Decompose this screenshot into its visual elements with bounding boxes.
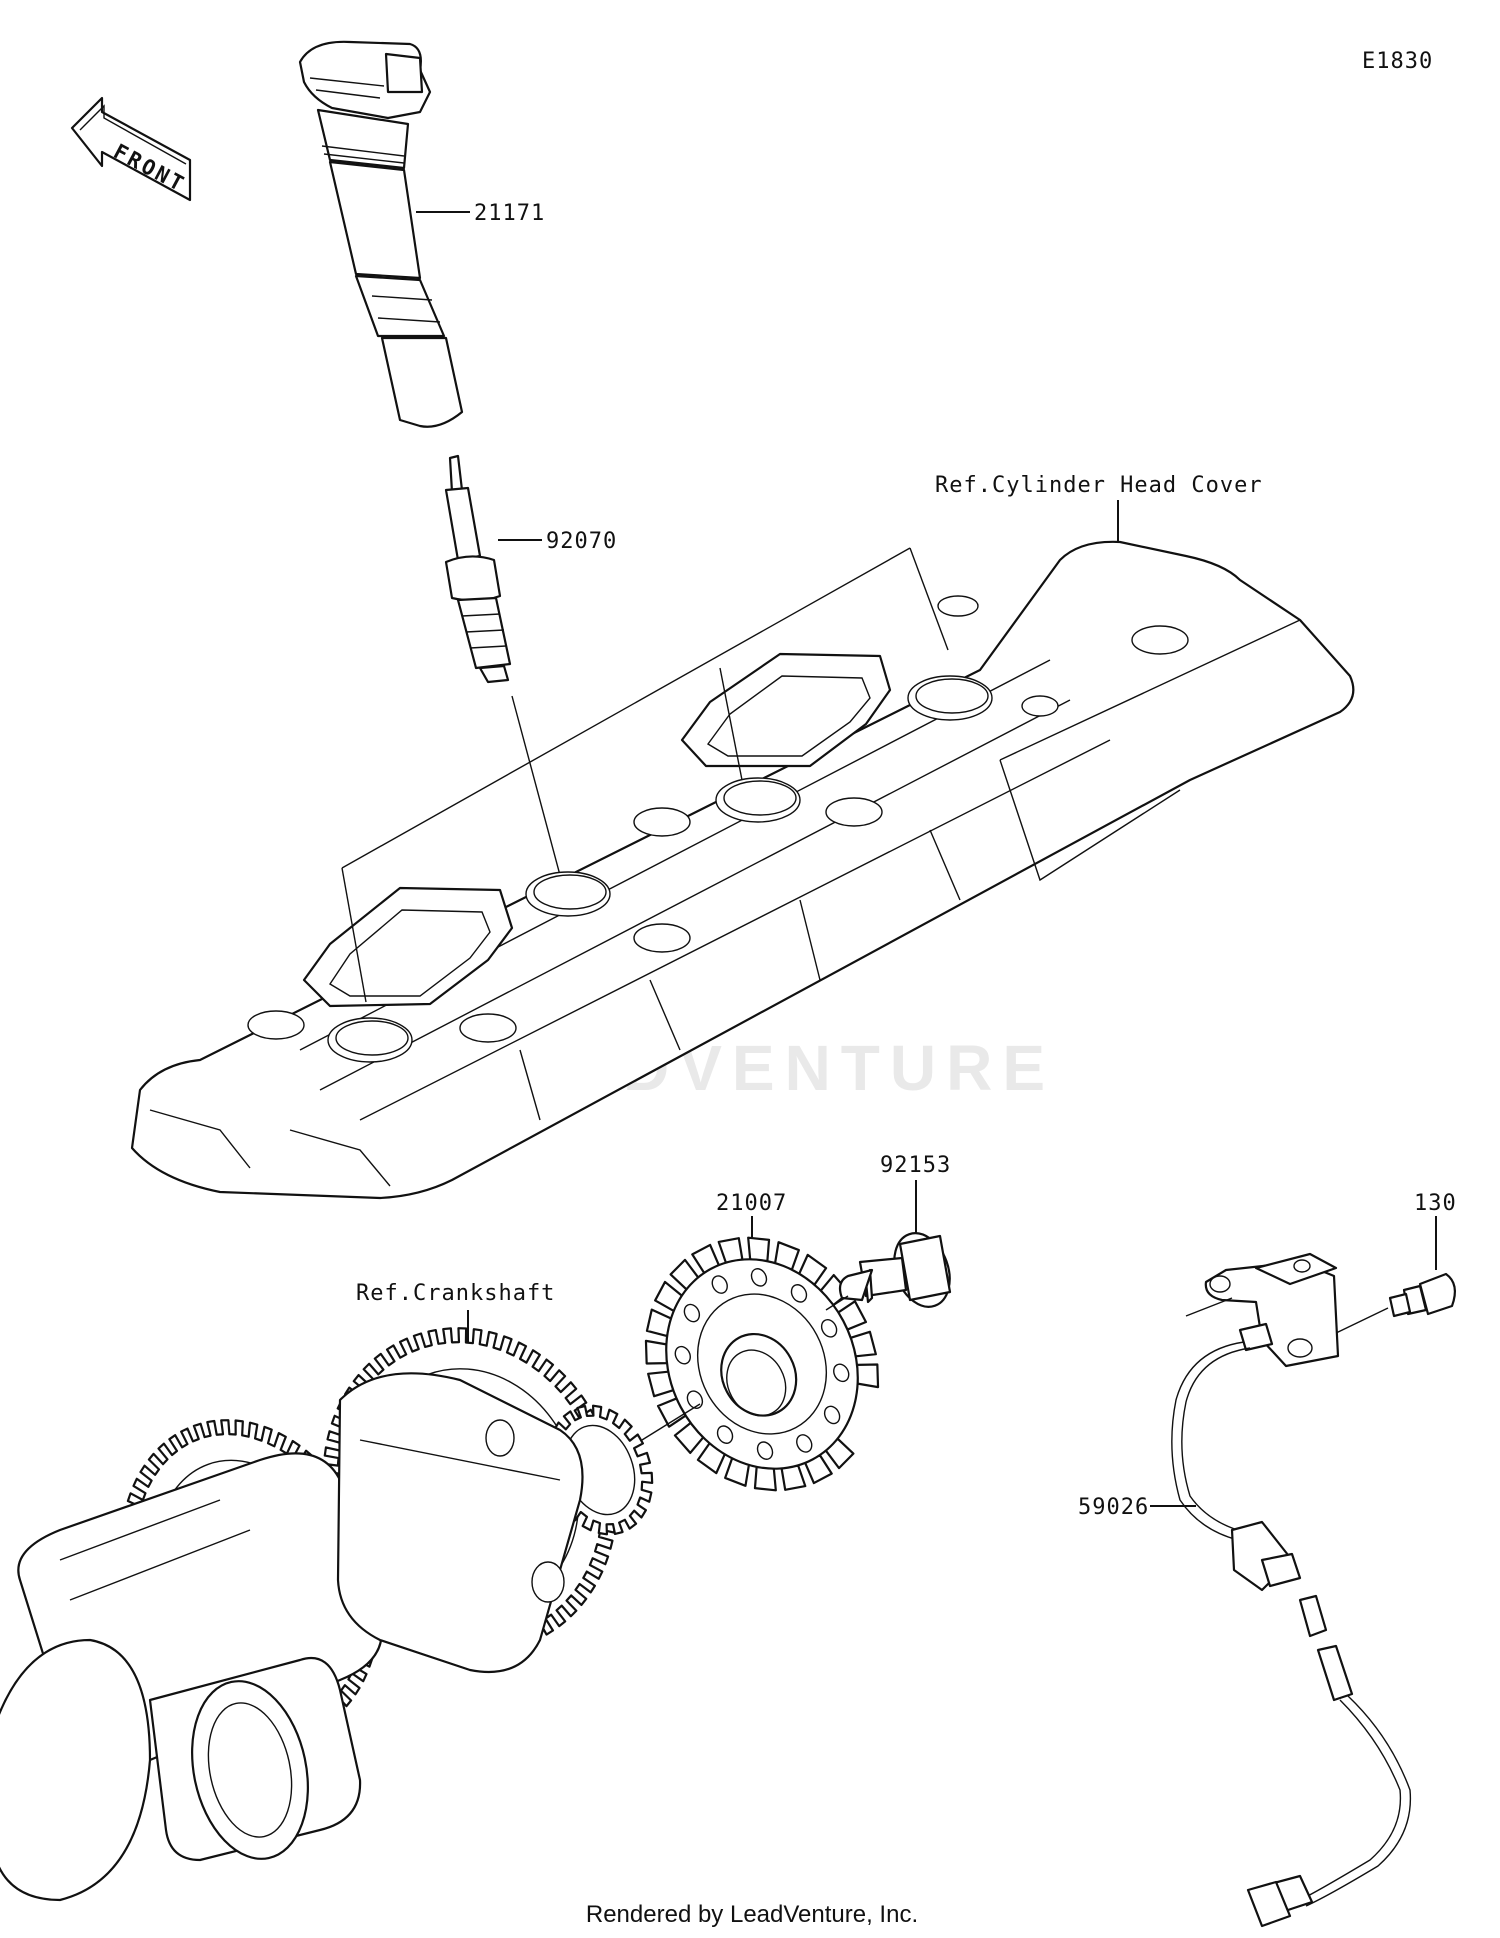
cover-guide-line-d <box>719 667 743 781</box>
sensor-mount-guide <box>1185 1297 1233 1317</box>
rotor-guide-line <box>641 1403 701 1441</box>
footer-credit: Rendered by LeadVenture, Inc. <box>586 1901 918 1928</box>
rotor-hole <box>750 1268 768 1287</box>
rotor-hole <box>833 1363 850 1383</box>
callout-130: 130 <box>1414 1191 1457 1216</box>
callout-59026: 59026 <box>1078 1495 1149 1520</box>
crankshaft <box>0 1327 654 1902</box>
ref-crankshaft: Ref.Crankshaft <box>356 1281 555 1306</box>
ignition-coil <box>298 40 464 428</box>
ref-cylinder-head-cover: Ref.Cylinder Head Cover <box>935 473 1263 498</box>
rotor-hole <box>790 1284 808 1303</box>
spark-plug <box>444 454 512 684</box>
diagram-code: E1830 <box>1362 49 1433 74</box>
rotor-hole <box>820 1319 838 1338</box>
front-arrow-icon: FRONT <box>70 96 192 202</box>
cover-bosses <box>247 595 1189 1063</box>
callout-92070: 92070 <box>546 529 617 554</box>
rotor-hole <box>716 1425 734 1444</box>
cover-guide-line-c <box>341 867 367 1003</box>
rotor-hole <box>711 1275 728 1294</box>
rotor-teeth <box>644 1236 880 1492</box>
sensor-bolt-guide <box>1333 1307 1389 1335</box>
rotor-hole <box>796 1434 813 1453</box>
flange-bolt <box>838 1232 952 1308</box>
callout-21171: 21171 <box>474 201 545 226</box>
rotor-hole <box>686 1390 704 1409</box>
sensor-bolt <box>1388 1272 1457 1318</box>
rotor-hole <box>674 1345 691 1365</box>
timing-rotor <box>644 1236 880 1492</box>
cover-guide-line-a <box>341 547 911 869</box>
cylinder-head-cover <box>130 540 1355 1200</box>
rotor-holes <box>674 1268 850 1460</box>
callout-92153: 92153 <box>880 1153 951 1178</box>
rotor-hole <box>756 1441 774 1460</box>
bolt-guide-line <box>825 1295 849 1311</box>
rotor-tooth-set <box>644 1236 880 1492</box>
cover-guide-line-b <box>909 547 949 651</box>
crank-sensor <box>1171 1252 1412 1928</box>
rotor-hole <box>683 1303 701 1323</box>
rotor-hole <box>823 1405 841 1425</box>
callout-21007: 21007 <box>716 1191 787 1216</box>
